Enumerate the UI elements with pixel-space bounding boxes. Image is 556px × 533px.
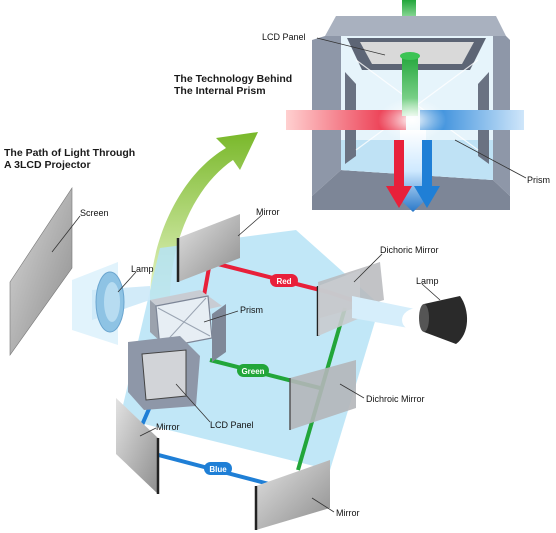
mirror-bottom bbox=[256, 460, 330, 530]
red-pill: Red bbox=[270, 274, 298, 287]
label-screen: Screen bbox=[80, 208, 109, 218]
blue-pill-label: Blue bbox=[209, 465, 227, 474]
inset-down-blue bbox=[414, 140, 440, 208]
label-prism-top: Prism bbox=[527, 175, 550, 185]
inset-blue-bar bbox=[420, 110, 524, 130]
heading-path-line1: The Path of Light Through bbox=[4, 147, 136, 159]
red-pill-label: Red bbox=[276, 277, 291, 286]
lcd-side-right bbox=[212, 304, 226, 362]
inset-red-bar bbox=[286, 110, 406, 130]
dichroic-top-face bbox=[318, 270, 360, 336]
label-prism-center: Prism bbox=[240, 305, 263, 315]
label-mirror-bottom: Mirror bbox=[336, 508, 360, 518]
inset-green-beam-top bbox=[402, 0, 416, 20]
label-mirror-top: Mirror bbox=[256, 207, 280, 217]
leader-prism-top bbox=[454, 139, 527, 179]
inset-down-red bbox=[386, 140, 412, 208]
leader-dichroic-top bbox=[353, 253, 383, 283]
lamp-right-rim bbox=[419, 304, 429, 332]
screen bbox=[9, 187, 73, 356]
label-lcd-panel-top: LCD Panel bbox=[262, 32, 306, 42]
green-pill-label: Green bbox=[241, 367, 264, 376]
lcd-front-panel bbox=[141, 349, 187, 401]
leader-lcd-top bbox=[316, 37, 386, 56]
heading-technology: The Technology Behind The Internal Prism bbox=[174, 73, 292, 97]
green-pill: Green bbox=[237, 364, 269, 377]
leader-prism-center bbox=[203, 310, 239, 323]
leader-lamp-left bbox=[117, 271, 137, 293]
inset-lcd-panel bbox=[360, 42, 474, 64]
label-lcd-panel-bottom: LCD Panel bbox=[210, 420, 254, 430]
heading-technology-line1: The Technology Behind bbox=[174, 73, 293, 85]
dichroic-mid bbox=[290, 360, 356, 430]
inset-frame-back bbox=[325, 16, 506, 36]
label-mirror-left: Mirror bbox=[156, 422, 180, 432]
label-dichroic-top: Dichoric Mirror bbox=[380, 245, 439, 255]
leader-screen bbox=[51, 215, 81, 253]
leader-lcd-bottom bbox=[175, 383, 211, 423]
inset-center-glow bbox=[378, 98, 446, 142]
heading-technology-line2: The Internal Prism bbox=[174, 85, 266, 97]
leader-mirror-left bbox=[139, 427, 157, 437]
label-dichroic-mid: Dichroic Mirror bbox=[366, 394, 425, 404]
label-lamp-right: Lamp bbox=[416, 276, 439, 286]
leader-lamp-right bbox=[421, 283, 441, 301]
blue-pill: Blue bbox=[204, 462, 232, 475]
leader-mirror-top bbox=[237, 214, 263, 237]
heading-path-line2: A 3LCD Projector bbox=[4, 159, 91, 171]
lamp-right bbox=[424, 296, 468, 344]
inset-green-cap bbox=[400, 52, 420, 60]
prism-inset bbox=[286, 0, 524, 212]
mirror-left bbox=[116, 398, 158, 494]
mirror-top bbox=[178, 214, 240, 282]
heading-path: The Path of Light Through A 3LCD Project… bbox=[4, 147, 135, 171]
leader-mirror-bottom bbox=[311, 497, 335, 513]
lamp-left-inner bbox=[104, 282, 120, 322]
label-lamp-left: Lamp bbox=[131, 264, 154, 274]
leader-dichroic-mid bbox=[339, 383, 365, 399]
